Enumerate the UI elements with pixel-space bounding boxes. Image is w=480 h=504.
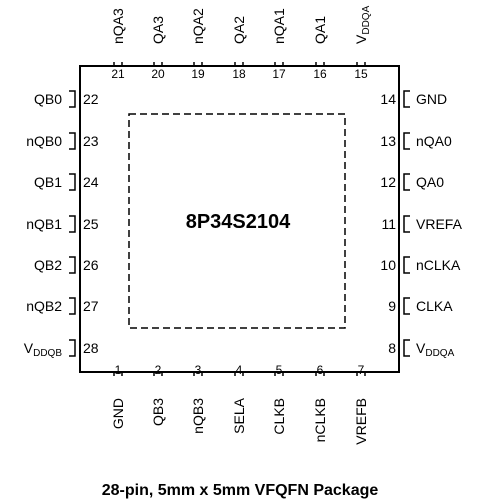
pin-label: GND bbox=[110, 398, 126, 429]
pin-label: GND bbox=[416, 91, 447, 107]
pin-label: nQA3 bbox=[110, 8, 126, 44]
pin-pad bbox=[403, 297, 410, 315]
pin-label: QB2 bbox=[34, 257, 62, 273]
pin-label: QA2 bbox=[231, 16, 247, 44]
pin-number: 18 bbox=[232, 67, 246, 81]
pin-number: 17 bbox=[272, 67, 286, 81]
pin-pad bbox=[113, 62, 123, 67]
pin-number: 22 bbox=[83, 91, 99, 107]
pin-pad bbox=[315, 62, 325, 67]
pin-label: VREFA bbox=[416, 216, 463, 232]
pin-label: nQB1 bbox=[26, 216, 62, 232]
package-caption: 28-pin, 5mm x 5mm VFQFN Package bbox=[101, 482, 379, 499]
pin-number: 6 bbox=[317, 363, 324, 377]
pin-pad bbox=[69, 215, 76, 233]
pins-top: 21 nQA3 20 QA3 19 nQA2 18 QA2 17 nQA1 16 QA1 15 VDDQA bbox=[110, 5, 372, 81]
pin-pad bbox=[69, 339, 76, 357]
pin-pad bbox=[69, 256, 76, 274]
pin-number: 13 bbox=[380, 133, 396, 149]
pin-pad bbox=[403, 90, 410, 108]
pin-pad bbox=[69, 132, 76, 150]
pin-pad bbox=[403, 256, 410, 274]
pin-number: 9 bbox=[388, 298, 396, 314]
pin-pad bbox=[113, 371, 123, 376]
pin-number: 16 bbox=[313, 67, 327, 81]
pin-pad bbox=[69, 173, 76, 191]
pin-number: 23 bbox=[83, 133, 99, 149]
pin-label: nCLKA bbox=[416, 257, 461, 273]
pin-pad bbox=[356, 371, 366, 376]
pin-label: CLKA bbox=[416, 298, 453, 314]
pinout-diagram: 8P34S2104 21nQA320QA319nQA218QA217nQA116… bbox=[24, 5, 463, 445]
pin-number: 14 bbox=[380, 91, 396, 107]
pin-pad bbox=[193, 371, 203, 376]
pin-pad bbox=[403, 339, 410, 357]
package-body bbox=[79, 65, 400, 373]
pin-pad bbox=[403, 173, 410, 191]
pin-number: 10 bbox=[380, 257, 396, 273]
pin-number: 28 bbox=[83, 340, 99, 356]
pin-number: 7 bbox=[358, 363, 365, 377]
pin-number: 2 bbox=[155, 363, 162, 377]
exposed-pad bbox=[128, 113, 346, 329]
pin-number: 21 bbox=[111, 67, 125, 81]
pin-label: QB3 bbox=[150, 398, 166, 426]
pin-number: 1 bbox=[115, 363, 122, 377]
pin-number: 12 bbox=[380, 174, 396, 190]
pin-pad bbox=[153, 62, 163, 67]
pin-pad bbox=[356, 62, 366, 67]
pin-pad bbox=[193, 62, 203, 67]
pin-pad bbox=[234, 371, 244, 376]
pin-label: QA0 bbox=[416, 174, 444, 190]
pin-number: 20 bbox=[151, 67, 165, 81]
pin-number: 25 bbox=[83, 216, 99, 232]
pin-label: QB0 bbox=[34, 91, 62, 107]
pin-number: 3 bbox=[195, 363, 202, 377]
pin-pad bbox=[315, 371, 325, 376]
pin-label: VDDQA bbox=[353, 5, 372, 44]
pin-label: nQB3 bbox=[190, 398, 206, 434]
pin-number: 26 bbox=[83, 257, 99, 273]
pin-label: CLKB bbox=[271, 398, 287, 435]
pin-number: 15 bbox=[354, 67, 368, 81]
pin-label: VDDQA bbox=[416, 340, 455, 359]
pin-label-subscript: DDQA bbox=[425, 348, 454, 359]
pin-pad bbox=[403, 132, 410, 150]
pin-label: nQB0 bbox=[26, 133, 62, 149]
pin-pad bbox=[274, 62, 284, 67]
pin-label: nCLKB bbox=[312, 398, 328, 442]
pin-label: VREFB bbox=[353, 398, 369, 445]
pin-number: 11 bbox=[381, 216, 396, 232]
pin-label: nQA0 bbox=[416, 133, 452, 149]
pin-pad bbox=[69, 297, 76, 315]
pin-number: 4 bbox=[236, 363, 243, 377]
pin-pad bbox=[403, 215, 410, 233]
pin-number: 5 bbox=[276, 363, 283, 377]
pin-pad bbox=[153, 371, 163, 376]
pin-label: QA1 bbox=[312, 16, 328, 44]
pin-pad bbox=[69, 90, 76, 108]
pin-pad bbox=[234, 62, 244, 67]
pins-right: 14 GND 13 nQA0 12 QA0 11 VREFA 10 nCLKA 9 CLKA 8 VDDQ… bbox=[380, 90, 463, 359]
pin-label: QA3 bbox=[150, 16, 166, 44]
pin-label: nQB2 bbox=[26, 298, 62, 314]
pin-label: SELA bbox=[231, 397, 247, 433]
pin-number: 24 bbox=[83, 174, 99, 190]
pin-number: 19 bbox=[191, 67, 205, 81]
pin-label: nQA2 bbox=[190, 8, 206, 44]
chip-name: 8P34S2104 bbox=[186, 211, 291, 233]
pins-left: 22 QB0 23 nQB0 24 QB1 25 nQB1 26 QB2 27 nQB2 28 VDDQB bbox=[24, 90, 99, 359]
pin-label: QB1 bbox=[34, 174, 62, 190]
pin-number: 8 bbox=[388, 340, 396, 356]
pin-label: VDDQB bbox=[24, 340, 63, 359]
pin-number: 27 bbox=[83, 298, 99, 314]
pin-label-subscript: DDQA bbox=[361, 5, 372, 34]
pin-pad bbox=[274, 371, 284, 376]
pin-label-subscript: DDQB bbox=[33, 348, 62, 359]
pin-label: nQA1 bbox=[271, 8, 287, 44]
